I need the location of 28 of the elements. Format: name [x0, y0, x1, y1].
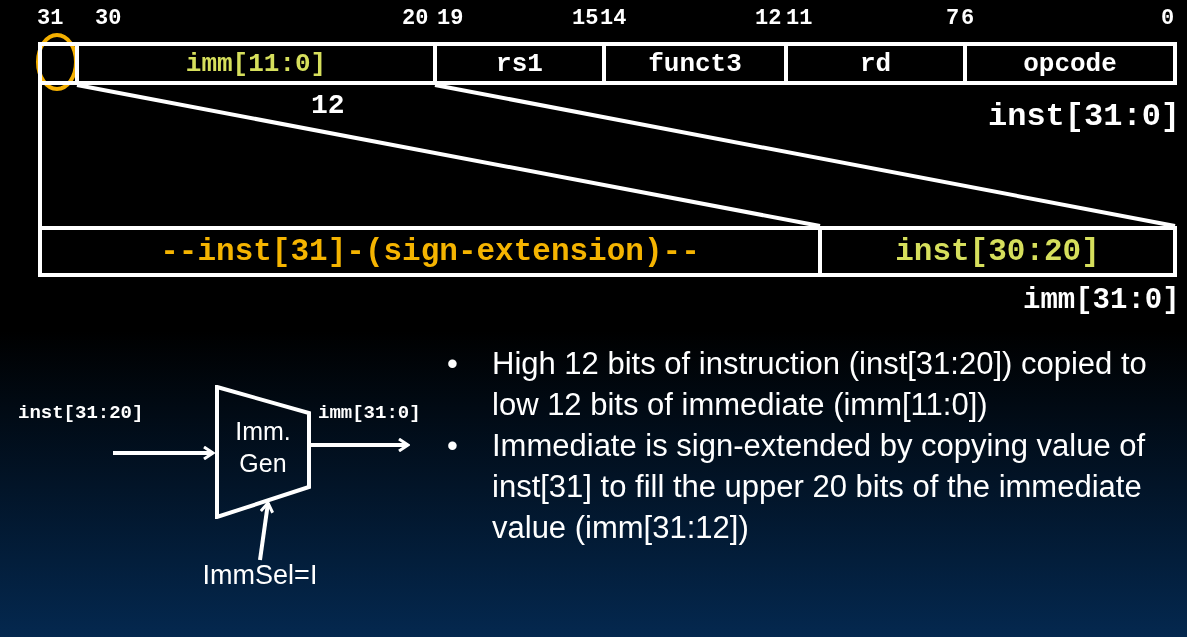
bullet-text: Immediate is sign-extended by copying value of inst[31] to fill the upper 20 bits of the immediate value (imm[31:12]): [492, 427, 1147, 547]
bit-number: 12: [755, 6, 782, 31]
bit-number: 14: [600, 6, 627, 31]
arrow: [258, 501, 275, 561]
bus-label: inst[31:0]: [988, 98, 1181, 135]
bit-number: 19: [437, 6, 464, 31]
bit-number: 0: [1161, 6, 1175, 31]
projection-line: [38, 85, 42, 226]
bit-number: 20: [402, 6, 429, 31]
width-label: 12: [311, 90, 345, 121]
bit-number: 31: [37, 6, 64, 31]
bit-number: 15: [572, 6, 599, 31]
bullet-text: High 12 bits of instruction (inst[31:20]) copied to low 12 bits of immediate (imm[11:0]): [492, 345, 1148, 424]
imm-gen-block: Imm. Gen: [215, 385, 311, 519]
signal-label: ImmSel=I: [180, 560, 340, 600]
projection-line: [434, 83, 1176, 228]
bit-number: 11: [786, 6, 813, 31]
bus-label: imm[31:0]: [1023, 284, 1180, 317]
arrow: [311, 437, 410, 453]
edge-label: imm[31:0]: [318, 402, 421, 424]
bit-number: 30: [95, 6, 122, 31]
bullet-mark: •: [447, 345, 458, 383]
bit-number: 6: [961, 6, 975, 31]
bullet-mark: •: [447, 427, 458, 465]
projection-line: [76, 83, 821, 228]
arrow: [113, 445, 215, 461]
edge-label: inst[31:20]: [18, 402, 144, 424]
bit-number: 7: [946, 6, 960, 31]
